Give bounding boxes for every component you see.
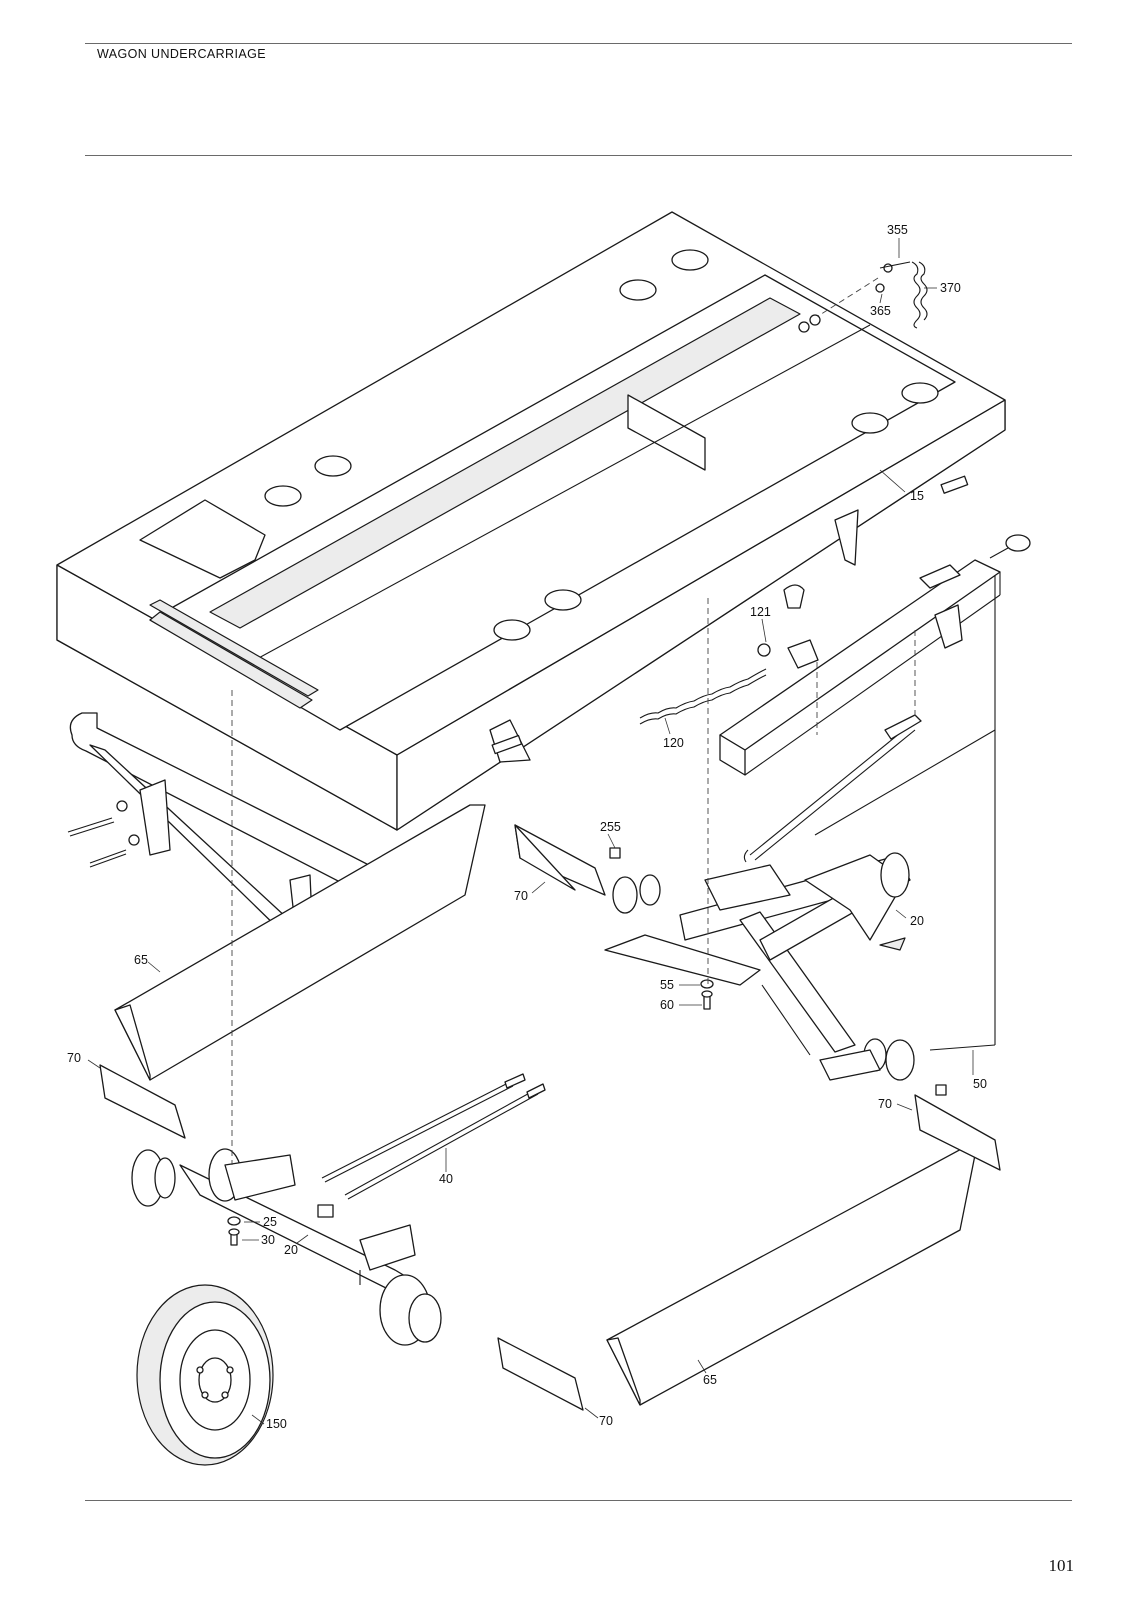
side-skirt-front <box>606 1139 979 1406</box>
callout-70-top: 70 <box>514 889 528 903</box>
assembly-guide-lines <box>231 575 996 1165</box>
front-steering-axle <box>604 852 915 1081</box>
callout-365: 365 <box>870 304 891 318</box>
wagon-floor-body <box>56 211 1006 831</box>
wheel-tire <box>136 1284 274 1466</box>
header-top-rule <box>85 43 1072 44</box>
footer-rule <box>85 1500 1072 1501</box>
brake-cable-rear <box>321 1073 546 1200</box>
callout-30: 30 <box>261 1233 275 1247</box>
safety-chain-assembly <box>798 261 928 333</box>
callout-70-bottom: 70 <box>599 1414 613 1428</box>
fasteners-front <box>609 847 947 1096</box>
drawbar <box>719 534 1031 776</box>
drawbar-chain <box>639 584 819 725</box>
callout-65-front: 65 <box>703 1373 717 1387</box>
section-title: WAGON UNDERCARRIAGE <box>97 47 266 61</box>
callout-370: 370 <box>940 281 961 295</box>
page-number: 101 <box>1048 1556 1075 1575</box>
callout-121: 121 <box>750 605 771 619</box>
callout-255: 255 <box>600 820 621 834</box>
rear-bumper <box>67 712 419 936</box>
rear-axle <box>131 1148 442 1346</box>
mounting-plates <box>99 824 1001 1411</box>
callout-40: 40 <box>439 1172 453 1186</box>
header-bottom-rule <box>85 155 1072 156</box>
callout-20-front: 20 <box>910 914 924 928</box>
callout-65-rear: 65 <box>134 953 148 967</box>
side-skirt-rear <box>114 804 486 1081</box>
callout-60: 60 <box>660 998 674 1012</box>
callout-70-right: 70 <box>878 1097 892 1111</box>
callout-50: 50 <box>973 1077 987 1091</box>
callout-15: 15 <box>910 489 924 503</box>
callout-55: 55 <box>660 978 674 992</box>
callout-355: 355 <box>887 223 908 237</box>
callout-70-left: 70 <box>67 1051 81 1065</box>
callout-labels: 355 370 365 15 121 120 255 70 20 65 55 6… <box>67 223 987 1431</box>
leader-lines <box>87 238 974 1425</box>
brake-cable-front <box>743 714 922 863</box>
callout-150: 150 <box>266 1417 287 1431</box>
callout-20-rear: 20 <box>284 1243 298 1257</box>
callout-25: 25 <box>263 1215 277 1229</box>
callout-120: 120 <box>663 736 684 750</box>
fasteners-rear <box>227 1216 241 1246</box>
